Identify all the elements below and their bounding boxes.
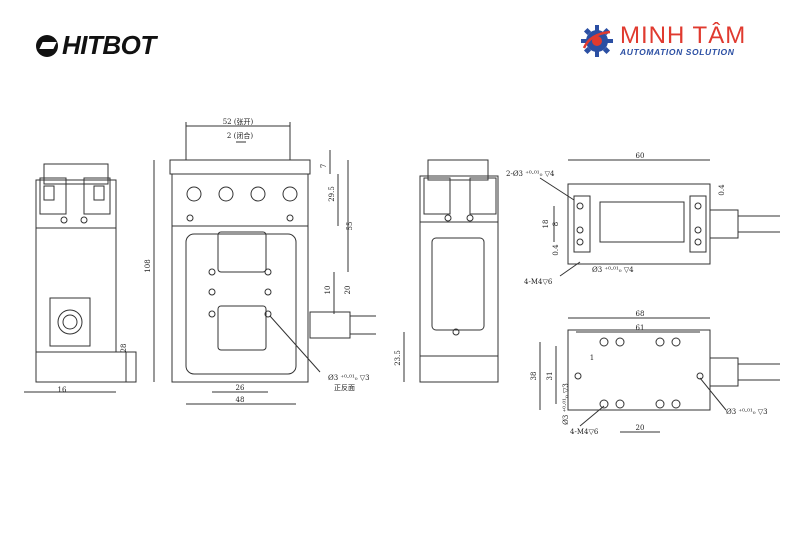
bottom-view-dim-61: 61 [636,324,645,332]
bottom-view-dim-31: 31 [546,372,554,381]
bottom-view-body [567,329,711,411]
top-view-cable [709,209,739,239]
front-view-bolt [250,186,266,202]
top-view: 60 0.4 18 8 0.4 2-Ø3 ⁺⁰·⁰¹₀ ▽4 Ø3 ⁺⁰·⁰¹₀… [506,152,780,286]
top-view-dim-8: 8 [552,222,560,226]
front-view-bolt [218,186,234,202]
front-view-dim-20: 20 [344,286,352,295]
left-view: 16 28 [24,163,137,394]
bottom-view-dim-68: 68 [636,310,645,318]
top-view-note-bottom-2: 4-M4▽6 [524,278,553,286]
hitbot-wordmark: HITBOT [62,30,156,60]
left-view-dim-16: 16 [58,386,67,394]
front-view-dim-48: 48 [236,396,245,404]
top-view-dim-0-4-left: 0.4 [552,244,560,256]
front-view-dim-29-5: 29.5 [328,186,336,202]
bottom-view-cable [709,357,739,387]
top-view-dim-60: 60 [636,152,645,160]
left-view-base [35,351,137,383]
bottom-view-dim-38: 38 [530,372,538,381]
front-view-cable [309,311,351,339]
front-view-dim-open: 52 (张开) [223,117,254,126]
bottom-view-note-right: Ø3 ⁺⁰·⁰¹₀ ▽3 [726,408,768,416]
front-view-bolt [282,186,298,202]
front-view-dim-55: 55 [346,222,354,231]
front-view-upper-block [171,173,309,227]
bottom-view-dim-20: 20 [636,424,645,432]
front-view-dim-height: 108 [144,259,152,272]
front-view-body [171,225,309,383]
side-view-base [419,355,499,383]
front-view-dim-26: 26 [236,384,245,392]
side-view-dim-23-5: 23.5 [394,350,402,366]
front-view-hole-note-2: 正反面 [334,383,355,392]
front-view-hole-note: Ø3 ⁺⁰·⁰¹₀ ▽3 [328,374,370,382]
left-view-jaw-right [83,177,111,215]
top-view-dim-0-4-right: 0.4 [718,184,726,196]
top-view-dim-18: 18 [542,220,550,229]
bottom-view-dim-1: 1 [590,354,594,362]
left-view-screw [60,216,68,224]
front-view-top [169,159,311,175]
gear-icon [581,25,613,57]
left-view-top-block [43,163,109,185]
front-view-dim-closed: 2 (闭合) [227,131,253,140]
left-view-body [35,227,117,353]
hitbot-logo: HITBOT [36,30,156,61]
front-view: 52 (张开) 2 (闭合) 108 7 29.5 55 10 20 26 48… [144,117,376,405]
left-view-connector [57,309,83,335]
bottom-view-note-bottom: 4-M4▽6 [570,428,599,436]
minhtam-logo: MINH TÂM AUTOMATION SOLUTION [580,24,746,58]
front-view-dim-7: 7 [320,164,328,168]
side-view: 23.5 [394,159,499,383]
left-view-connector-box [49,297,91,347]
bottom-view: 68 61 38 31 1 Ø3 ⁺⁰·⁰¹₀ ▽3 20 Ø3 ⁺⁰·⁰¹₀ … [530,310,780,436]
bottom-view-note-left: Ø3 ⁺⁰·⁰¹₀ ▽3 [562,383,570,425]
minhtam-title: MINH TÂM [620,22,747,49]
hitbot-mark-icon [36,34,58,57]
minhtam-subtitle: AUTOMATION SOLUTION [620,47,735,57]
left-view-dim-28: 28 [120,344,128,353]
side-view-window [431,237,485,331]
top-view-note-top: 2-Ø3 ⁺⁰·⁰¹₀ ▽4 [506,170,555,178]
left-view-screw [80,216,88,224]
front-view-bolt [186,186,202,202]
top-view-note-bottom-1: Ø3 ⁺⁰·⁰¹₀ ▽4 [592,266,634,274]
front-view-dim-10: 10 [324,286,332,295]
left-view-jaw-left [39,177,67,215]
